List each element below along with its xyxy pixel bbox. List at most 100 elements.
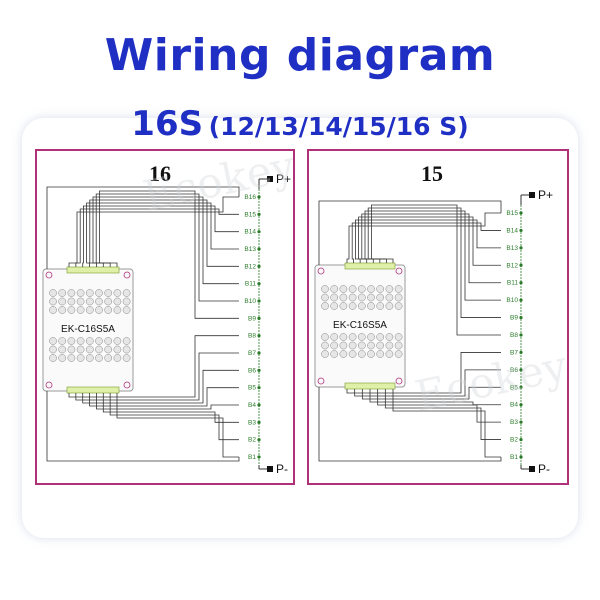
p-plus-label: P+ — [538, 188, 553, 202]
cell-label: B11 — [245, 281, 256, 288]
cell-label: B13 — [506, 245, 518, 252]
mosfet-array-bottom — [339, 333, 348, 341]
mosfet-array-top — [376, 285, 385, 293]
mosfet-array-bottom — [394, 333, 403, 341]
mounting-hole — [45, 271, 53, 279]
cell-label: B5 — [510, 384, 518, 391]
mounting-hole — [317, 377, 325, 385]
mosfet-array-top — [394, 293, 403, 302]
mosfet-array-top — [339, 285, 348, 293]
mosfet-array-bottom — [367, 350, 375, 358]
mosfet-array-top — [113, 297, 122, 306]
mosfet-array-bottom — [385, 333, 394, 341]
mosfet-array-bottom — [321, 333, 329, 341]
cell-label: B11 — [507, 280, 518, 287]
balance-wire — [371, 204, 501, 336]
cell-tap — [257, 299, 261, 303]
cell-tap — [519, 263, 523, 267]
cell-tap — [257, 334, 261, 338]
cell-tap — [519, 368, 523, 372]
panel-label-15s: 15 — [421, 161, 443, 186]
cell-tap — [519, 315, 523, 320]
balance-connector-bottom — [66, 386, 120, 394]
balance-wire — [346, 352, 501, 394]
cell-tap — [257, 438, 261, 442]
mosfet-array-top — [76, 297, 85, 306]
cell-tap — [519, 385, 523, 389]
main-wire-bottom — [46, 391, 240, 462]
cell-label: B14 — [506, 227, 518, 234]
cell-tap — [519, 211, 523, 215]
mosfet-array-top — [376, 302, 385, 310]
mosfet-array-bottom — [113, 337, 122, 345]
cell-tap — [257, 420, 261, 424]
mosfet-array-top — [385, 285, 394, 293]
mosfet-array-top — [58, 297, 67, 306]
mosfet-array-top — [376, 293, 385, 302]
mosfet-array-bottom — [85, 337, 94, 345]
cell-label: B3 — [248, 419, 256, 426]
main-wire-top — [318, 200, 502, 265]
mosfet-array-top — [367, 302, 375, 310]
mosfet-array-top — [95, 289, 103, 297]
mounting-hole — [395, 267, 403, 275]
panel-label-16s: 16 — [149, 161, 171, 186]
mosfet-array-bottom — [49, 354, 57, 362]
mosfet-array-top — [348, 302, 357, 310]
cell-tap — [257, 212, 261, 216]
mounting-hole — [123, 271, 131, 279]
mosfet-array-top — [49, 297, 57, 306]
cell-tap — [257, 316, 261, 320]
mosfet-array-bottom — [104, 354, 113, 362]
main-wire-bottom — [318, 387, 502, 462]
cell-tap — [519, 228, 523, 233]
wiring-diagram-15s: P+P-EK-C16S5AB15B14B13B12B11B10B9B8B7B6B… — [314, 188, 567, 476]
p-plus-terminal — [529, 192, 535, 198]
cell-tap — [257, 403, 261, 407]
cell-tap — [519, 298, 523, 302]
mosfet-array-top — [122, 289, 131, 297]
mosfet-array-top — [113, 306, 122, 314]
subtitle-variants: (12/13/14/15/16 S) — [208, 112, 469, 141]
mosfet-array-bottom — [330, 333, 339, 341]
mosfet-array-bottom — [376, 333, 385, 341]
balance-wire — [346, 212, 501, 263]
mosfet-array-top — [76, 289, 85, 297]
mosfet-array-bottom — [330, 341, 339, 350]
mounting-hole — [395, 377, 403, 385]
mosfet-array-bottom — [85, 345, 94, 354]
cell-label: B5 — [248, 385, 256, 392]
mosfet-array-top — [113, 289, 122, 297]
mosfet-array-bottom — [104, 337, 113, 345]
cell-label: B14 — [244, 229, 256, 236]
cell-label: B9 — [248, 315, 256, 322]
mounting-hole — [123, 381, 131, 389]
mosfet-array-top — [394, 285, 403, 293]
mosfet-array-bottom — [339, 350, 348, 358]
mosfet-array-top — [367, 293, 375, 302]
cell-label: B2 — [510, 437, 518, 444]
balance-wire — [392, 389, 501, 458]
mosfet-array-bottom — [367, 341, 375, 350]
cell-tap — [257, 368, 261, 372]
mosfet-array-bottom — [76, 337, 85, 345]
mosfet-array-bottom — [122, 354, 131, 362]
mosfet-array-bottom — [385, 341, 394, 350]
mosfet-array-top — [76, 306, 85, 314]
mosfet-array-top — [58, 289, 67, 297]
mosfet-array-bottom — [348, 333, 357, 341]
cell-tap — [519, 455, 523, 459]
mosfet-array-bottom — [357, 333, 366, 341]
mosfet-array-top — [104, 297, 113, 306]
balance-wire — [384, 389, 501, 440]
cell-label: B4 — [510, 402, 518, 409]
cell-label: B15 — [244, 211, 256, 218]
p-minus-terminal — [267, 466, 273, 472]
mosfet-array-bottom — [367, 333, 375, 341]
cell-label: B9 — [510, 315, 518, 322]
cell-label: B1 — [510, 454, 518, 461]
cell-label: B7 — [248, 350, 256, 357]
balance-wire — [96, 393, 239, 410]
mosfet-array-bottom — [348, 341, 357, 350]
